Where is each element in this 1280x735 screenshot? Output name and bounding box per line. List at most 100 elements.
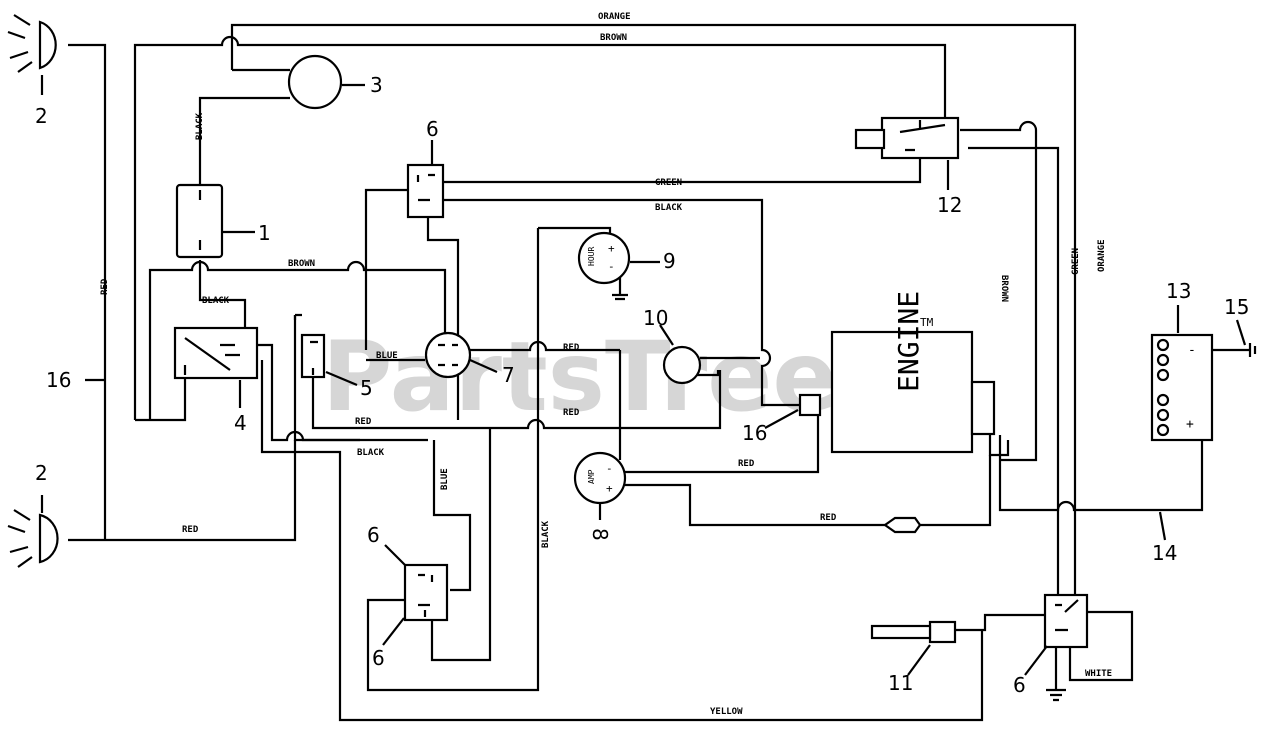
label-black-small: BLACK [202, 296, 230, 306]
arrow-14 [1158, 511, 1167, 541]
label-orange-right: ORANGE [1097, 239, 1107, 272]
headlight-top [38, 20, 57, 70]
wire-red-amp [620, 410, 820, 474]
component-4-relay [173, 326, 259, 380]
callout-13: 13 [1166, 279, 1191, 303]
callout-1: 1 [258, 221, 271, 245]
component-7-pins [438, 343, 458, 367]
watermark: PartsTree [322, 321, 837, 433]
label-red-mid-3: RED [355, 417, 372, 427]
callout-3: 3 [370, 73, 383, 97]
component-16-connector [798, 393, 822, 417]
component-6-lower-marks [418, 573, 434, 617]
callout-11: 11 [888, 671, 913, 695]
wire-relay-lower [430, 428, 492, 662]
callout-2-top: 2 [35, 104, 48, 128]
label-blue-mid: BLUE [376, 351, 398, 361]
label-red-left: RED [100, 278, 110, 295]
callout-16-right: 16 [742, 421, 767, 445]
wire-relay-ground [150, 375, 187, 422]
hour-meter-minus: - [608, 260, 615, 273]
arrow-15 [1235, 319, 1247, 346]
label-yellow: YELLOW [710, 707, 743, 717]
label-blue-lower: BLUE [440, 468, 450, 490]
callout-6-lower-b: 6 [372, 646, 385, 670]
arrow-7 [469, 358, 498, 374]
component-8-ammeter [573, 451, 627, 505]
label-red-mid-2: RED [563, 408, 580, 418]
label-orange-top: ORANGE [598, 12, 631, 22]
components: HOUR + - AMP - + ENGINE [7, 14, 1214, 649]
component-4-contacts [183, 337, 240, 375]
callout-16-left: 16 [46, 368, 71, 392]
callout-6-top: 6 [426, 117, 439, 141]
component-12-marks [899, 120, 946, 152]
wire-switch-11 [955, 613, 1045, 632]
arrow-11 [907, 644, 931, 676]
battery-plus: + [1186, 417, 1194, 432]
component-13-battery [1150, 333, 1214, 442]
wire-relay-top-left [364, 188, 408, 350]
engine [830, 330, 974, 454]
fuse [883, 516, 922, 534]
label-red-amp: RED [738, 459, 755, 469]
wire-black-to-motor [198, 96, 290, 185]
callout-5: 5 [360, 376, 373, 400]
component-11-plunger [870, 624, 932, 640]
component-5-marks [310, 340, 318, 375]
hour-meter-label: HOUR [587, 247, 596, 266]
label-red-bottom: RED [820, 513, 837, 523]
wire-black-vertical [366, 228, 540, 692]
label-green-mid: GREEN [655, 178, 682, 188]
label-red-headlight: RED [182, 525, 199, 535]
wire-brown-mid [135, 260, 447, 422]
arrow-6-lower-b [382, 617, 405, 646]
arrow-10 [659, 324, 674, 346]
headlight-bottom-rays [7, 509, 33, 568]
arrow-6-lower-a [384, 544, 406, 566]
wire-labels: ORANGE BROWN BLACK GREEN BLACK BROWN BLA… [100, 12, 1112, 717]
wire-yellow [260, 360, 984, 722]
callout-arrows [40, 75, 1247, 676]
arrow-5 [325, 370, 358, 387]
callout-numbers: 1 2 2 3 4 5 6 6 6 6 7 8 9 10 11 12 13 14… [35, 73, 1249, 697]
label-black-mid: BLACK [655, 203, 683, 213]
callout-8: 8 [588, 528, 612, 541]
label-white: WHITE [1085, 669, 1112, 679]
arrow-6-right [1024, 645, 1048, 676]
component-3-motor [287, 54, 343, 110]
wire-black-lower [258, 343, 428, 442]
callout-6-lower-a: 6 [367, 523, 380, 547]
wire-brown-right [960, 120, 1038, 462]
wire-white [1068, 610, 1134, 682]
wire-relay-down [426, 212, 460, 420]
wire-orange [230, 23, 1077, 600]
label-black-vertical: BLACK [541, 520, 551, 548]
engine-terminal [988, 435, 1010, 457]
callout-7: 7 [502, 363, 515, 387]
ammeter-label: AMP [587, 469, 596, 484]
wire-green-right [968, 146, 1060, 598]
label-green-right: GREEN [1071, 248, 1081, 275]
battery-minus: - [1188, 343, 1196, 358]
ammeter-minus: - [606, 462, 613, 475]
label-black-left: BLACK [195, 112, 205, 140]
callout-9: 9 [663, 249, 676, 273]
wire-blue-lower [432, 440, 472, 592]
callout-4: 4 [234, 411, 247, 435]
engine-starter [970, 380, 996, 436]
wire-brown-top [133, 35, 947, 420]
component-6-relay-top [406, 163, 445, 219]
hour-meter-plus: + [608, 242, 615, 255]
component-5-switch [300, 333, 326, 379]
component-6-marks [416, 173, 435, 202]
wire-red-left [68, 43, 107, 540]
label-brown-top: BROWN [600, 33, 627, 43]
wires [68, 23, 1257, 722]
wire-green [440, 150, 922, 184]
component-6-relay-right [1043, 593, 1089, 649]
component-12-plunger [854, 128, 886, 150]
headlight-bottom [38, 513, 59, 564]
wire-black-small [198, 260, 247, 330]
label-brown-mid: BROWN [288, 259, 315, 269]
